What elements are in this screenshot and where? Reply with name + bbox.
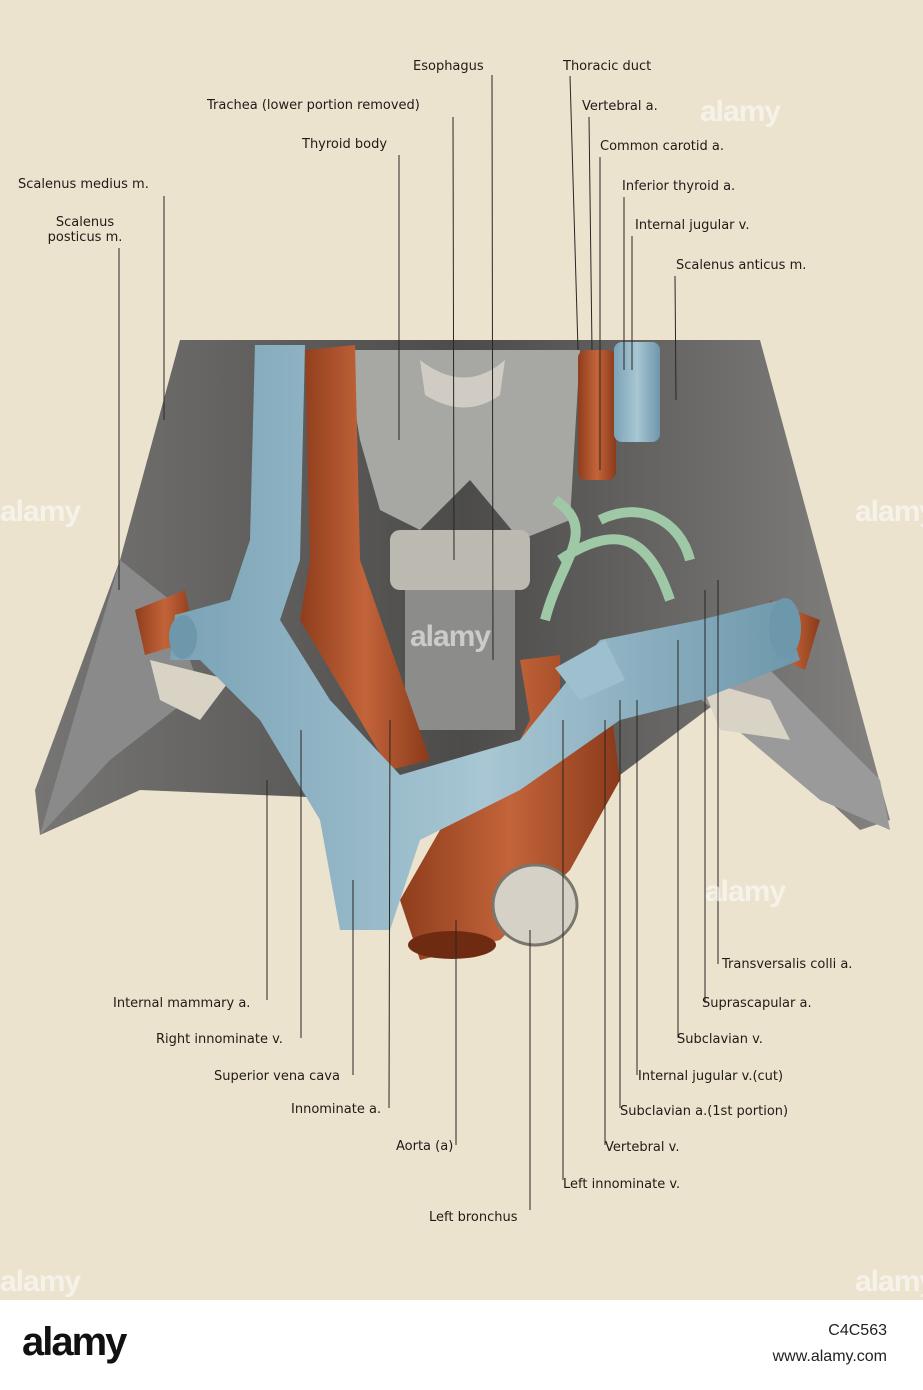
label-subclavian-a: Subclavian a.(1st portion) [620,1104,789,1119]
label-internal-mammary: Internal mammary a. [113,996,251,1011]
label-esophagus: Esophagus [413,59,484,74]
thyroid-gland [345,350,580,540]
internal-jugular-tube [614,342,660,442]
label-vertebral-v: Vertebral v. [605,1140,680,1155]
footer-bar: alamy C4C563 www.alamy.com [0,1300,923,1390]
label-trachea: Trachea (lower portion removed) [207,98,420,113]
leader-lines [118,74,719,1210]
label-thyroid-body: Thyroid body [302,137,388,152]
label-left-innominate-v: Left innominate v. [563,1177,681,1192]
watermark: alamy [0,495,81,528]
label-scalenus-anticus: Scalenus anticus m. [676,258,807,273]
label-suprascapular: Suprascapular a. [702,996,812,1011]
thoracic-duct-branches [540,495,695,622]
esophagus-tube [390,530,530,730]
common-carotid-tube [578,350,616,480]
watermark: alamy [0,1265,81,1298]
watermark: alamy [705,875,786,908]
label-innominate-a: Innominate a. [291,1102,382,1117]
alamy-logo[interactable]: alamy [22,1320,127,1364]
watermark: alamy [855,1265,923,1298]
label-inferior-thyroid: Inferior thyroid a. [622,179,736,194]
watermark: alamy [410,620,491,653]
label-transversalis-colli: Transversalis colli a. [722,957,853,972]
label-scalenus-posticus: Scalenus posticus m. [47,215,123,245]
label-left-bronchus: Left bronchus [429,1210,518,1225]
watermark: alamy [855,495,923,528]
image-id: C4C563 [828,1322,887,1339]
label-internal-jugular-cut: Internal jugular v.(cut) [638,1069,784,1084]
label-common-carotid: Common carotid a. [600,139,725,154]
label-right-innominate-v: Right innominate v. [156,1032,283,1047]
label-scalenus-medius: Scalenus medius m. [18,177,149,192]
watermark: alamy [700,95,781,128]
label-vertebral-a: Vertebral a. [582,99,658,114]
label-aorta: Aorta (a) [396,1139,454,1154]
anatomical-plate: Esophagus Thoracic duct Trachea (lower p… [0,0,923,1300]
label-thoracic-duct: Thoracic duct [563,59,652,74]
innominate-artery-tube [300,345,430,770]
illustration [35,74,890,1210]
venous-system [169,345,801,930]
label-superior-vena-cava: Superior vena cava [214,1069,340,1084]
site-url[interactable]: www.alamy.com [772,1348,887,1365]
label-subclavian-v: Subclavian v. [677,1032,763,1047]
left-bronchus-end [491,863,579,947]
label-internal-jugular: Internal jugular v. [635,218,750,233]
